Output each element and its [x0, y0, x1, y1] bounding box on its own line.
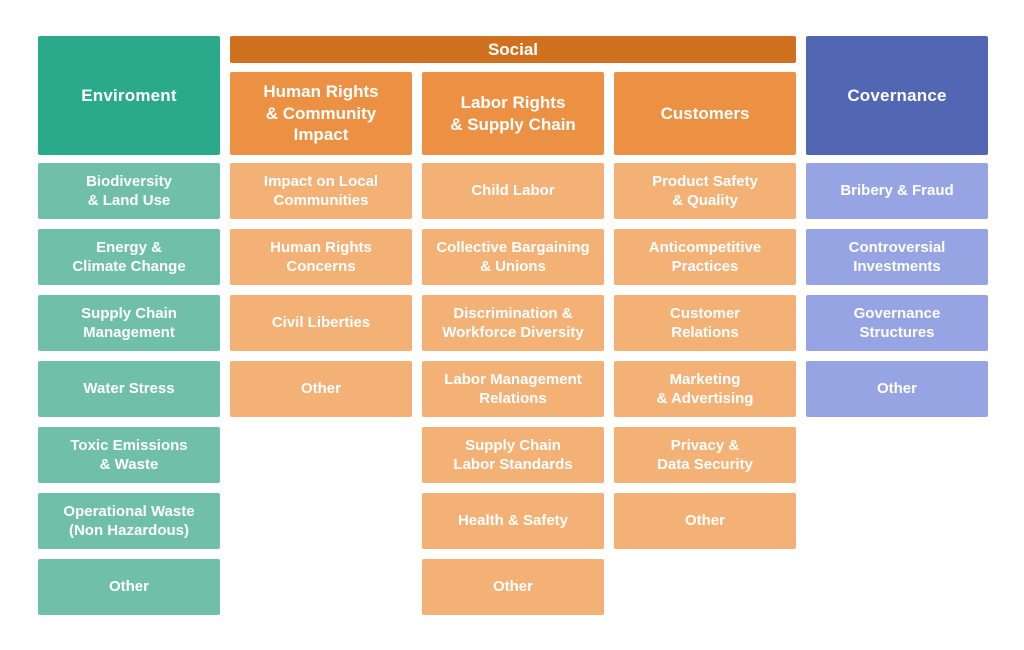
labor-rights-column: Labor Rights & Supply Chain Child Labor … — [422, 72, 604, 615]
environment-item-supply-chain-management: Supply Chain Management — [38, 295, 220, 351]
customers-column: Customers Product Safety & Quality Antic… — [614, 72, 796, 615]
customers-item-other: Other — [614, 493, 796, 549]
environment-header: Enviroment — [38, 36, 220, 155]
customers-items: Product Safety & Quality Anticompetitive… — [614, 163, 796, 549]
labor-rights-header: Labor Rights & Supply Chain — [422, 72, 604, 155]
labor-rights-items: Child Labor Collective Bargaining & Unio… — [422, 163, 604, 615]
environment-item-water-stress: Water Stress — [38, 361, 220, 417]
environment-item-energy-climate-change: Energy & Climate Change — [38, 229, 220, 285]
human-rights-items: Impact on Local Communities Human Rights… — [230, 163, 412, 417]
governance-item-structures: Governance Structures — [806, 295, 988, 351]
governance-item-other: Other — [806, 361, 988, 417]
customers-item-marketing-advertising: Marketing & Advertising — [614, 361, 796, 417]
labor-rights-item-supply-chain-standards: Supply Chain Labor Standards — [422, 427, 604, 483]
governance-item-bribery-fraud: Bribery & Fraud — [806, 163, 988, 219]
customers-item-anticompetitive: Anticompetitive Practices — [614, 229, 796, 285]
environment-column: Enviroment Biodiversity & Land Use Energ… — [38, 36, 220, 650]
human-rights-item-concerns: Human Rights Concerns — [230, 229, 412, 285]
human-rights-item-other: Other — [230, 361, 412, 417]
customers-item-privacy-data-security: Privacy & Data Security — [614, 427, 796, 483]
environment-item-biodiversity-land-use: Biodiversity & Land Use — [38, 163, 220, 219]
governance-items: Bribery & Fraud Controversial Investment… — [806, 163, 988, 417]
governance-header: Covernance — [806, 36, 988, 155]
labor-rights-item-child-labor: Child Labor — [422, 163, 604, 219]
customers-item-product-safety: Product Safety & Quality — [614, 163, 796, 219]
social-columns: Human Rights & Community Impact Impact o… — [230, 72, 796, 615]
environment-items: Biodiversity & Land Use Energy & Climate… — [38, 163, 220, 615]
environment-item-other: Other — [38, 559, 220, 615]
human-rights-header: Human Rights & Community Impact — [230, 72, 412, 155]
environment-item-toxic-emissions-waste: Toxic Emissions & Waste — [38, 427, 220, 483]
labor-rights-item-labor-management: Labor Management Relations — [422, 361, 604, 417]
customers-item-customer-relations: Customer Relations — [614, 295, 796, 351]
governance-column: Covernance Bribery & Fraud Controversial… — [806, 36, 988, 650]
labor-rights-item-health-safety: Health & Safety — [422, 493, 604, 549]
labor-rights-item-discrimination-diversity: Discrimination & Workforce Diversity — [422, 295, 604, 351]
governance-item-controversial-investments: Controversial Investments — [806, 229, 988, 285]
human-rights-item-local-communities: Impact on Local Communities — [230, 163, 412, 219]
labor-rights-item-other: Other — [422, 559, 604, 615]
environment-item-operational-waste: Operational Waste (Non Hazardous) — [38, 493, 220, 549]
social-banner: Social — [230, 36, 796, 63]
customers-header: Customers — [614, 72, 796, 155]
social-group: Social Human Rights & Community Impact I… — [230, 36, 796, 650]
human-rights-column: Human Rights & Community Impact Impact o… — [230, 72, 412, 615]
human-rights-item-civil-liberties: Civil Liberties — [230, 295, 412, 351]
labor-rights-item-collective-bargaining: Collective Bargaining & Unions — [422, 229, 604, 285]
